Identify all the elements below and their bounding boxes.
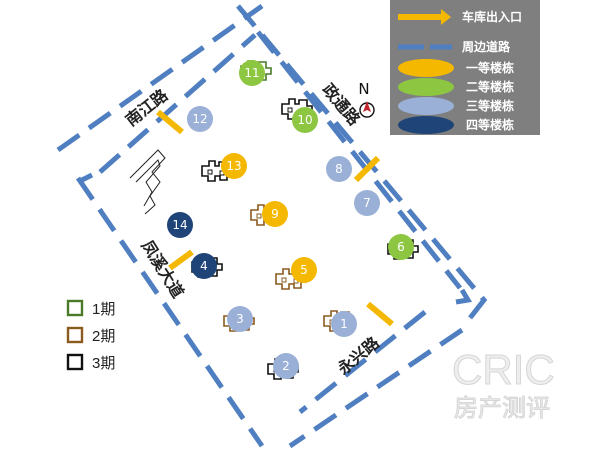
building-13: 13 xyxy=(221,153,247,179)
legend-grade3-label: 三等楼栋 xyxy=(466,98,514,113)
building-11-marker xyxy=(239,60,265,86)
building-13-marker xyxy=(221,153,247,179)
legend-grade3-icon xyxy=(398,97,454,115)
building-13-number: 13 xyxy=(226,159,241,173)
building-2-number: 2 xyxy=(282,359,290,373)
building-9-marker xyxy=(262,201,288,227)
building-2: 2 xyxy=(273,353,299,379)
north-arrow: N xyxy=(358,80,375,118)
legend-grade2-icon xyxy=(398,78,454,96)
building-4: 4 xyxy=(191,253,217,279)
inner-road-south-east xyxy=(298,310,427,414)
outer-road-south-east xyxy=(288,327,464,449)
garage-entrance-nw xyxy=(156,109,184,135)
building-10-number: 10 xyxy=(297,113,312,127)
building-6: 6 xyxy=(388,234,414,260)
legend-grade2-label: 二等楼栋 xyxy=(466,79,514,94)
site-outline xyxy=(129,149,166,215)
building-6-number: 6 xyxy=(397,240,405,254)
legend-grade4-icon xyxy=(398,116,454,134)
legend-grade4-label: 四等楼栋 xyxy=(466,117,514,132)
left-road xyxy=(76,172,94,185)
inner-road-south xyxy=(455,288,473,305)
road-label-nanjiang: 南江路 xyxy=(122,85,172,130)
building-11-number: 11 xyxy=(244,66,259,80)
phase3-label: 3期 xyxy=(92,355,115,372)
watermark: CRIC 房产测评 xyxy=(452,346,556,423)
building-12: 12 xyxy=(187,106,213,132)
phase3-swatch xyxy=(66,353,84,371)
inner-road-north xyxy=(98,33,257,174)
building-11: 11 xyxy=(239,60,265,86)
building-5: 5 xyxy=(291,257,317,283)
building-12-marker xyxy=(187,106,213,132)
building-9-number: 9 xyxy=(271,207,279,221)
garage-entrance-w xyxy=(168,249,194,271)
building-8-marker xyxy=(326,156,352,182)
building-8-number: 8 xyxy=(335,162,343,176)
building-10-marker xyxy=(292,107,318,133)
inner-road-west xyxy=(75,176,265,448)
building-5-number: 5 xyxy=(300,263,308,277)
phase2-swatch xyxy=(66,326,84,344)
legend-garage-icon xyxy=(398,9,451,25)
legend: 车库出入口 周边道路 一等楼栋 二等楼栋 三等楼栋 四等楼栋 xyxy=(390,0,540,135)
building-7-number: 7 xyxy=(363,196,371,210)
perimeter-roads xyxy=(56,3,488,449)
building-1-number: 1 xyxy=(340,317,348,331)
building-10: 10 xyxy=(292,107,318,133)
building-4-number: 4 xyxy=(200,259,208,273)
phase-legend: 1期 2期 3期 xyxy=(66,299,115,372)
road-label-yongxing: 永兴路 xyxy=(333,332,384,379)
building-8: 8 xyxy=(326,156,352,182)
building-7: 7 xyxy=(354,190,380,216)
road-label-fengxi: 凤溪大道 xyxy=(138,237,188,301)
watermark-cric: CRIC xyxy=(452,346,555,393)
building-7-marker xyxy=(354,190,380,216)
outer-road-north xyxy=(56,3,264,153)
building-3-number: 3 xyxy=(236,312,244,326)
legend-grade1-label: 一等楼栋 xyxy=(466,60,514,75)
inner-road-east xyxy=(256,30,462,290)
legend-garage-label: 车库出入口 xyxy=(462,9,522,24)
building-2-marker xyxy=(273,353,299,379)
building-5-marker xyxy=(291,257,317,283)
garage-entrance-se xyxy=(366,301,394,327)
legend-road-label: 周边道路 xyxy=(462,39,511,54)
building-9: 9 xyxy=(262,201,288,227)
outer-road-east xyxy=(236,4,488,320)
building-4-marker xyxy=(191,253,217,279)
building-14: 14 xyxy=(167,212,193,238)
phase1-swatch xyxy=(66,299,84,317)
watermark-subtitle: 房产测评 xyxy=(454,394,550,422)
legend-grade1-icon xyxy=(398,59,454,77)
building-3: 3 xyxy=(227,306,253,332)
garage-entrance-ne xyxy=(353,155,381,183)
building-3-marker xyxy=(227,306,253,332)
phase2-label: 2期 xyxy=(92,328,115,345)
building-6-marker xyxy=(388,234,414,260)
building-14-number: 14 xyxy=(172,218,187,232)
garage-entrances xyxy=(156,109,394,327)
building-1-marker xyxy=(331,311,357,337)
phase1-label: 1期 xyxy=(92,301,115,318)
building-1: 1 xyxy=(331,311,357,337)
building-12-number: 12 xyxy=(192,112,207,126)
north-label: N xyxy=(358,80,369,98)
building-14-marker xyxy=(167,212,193,238)
